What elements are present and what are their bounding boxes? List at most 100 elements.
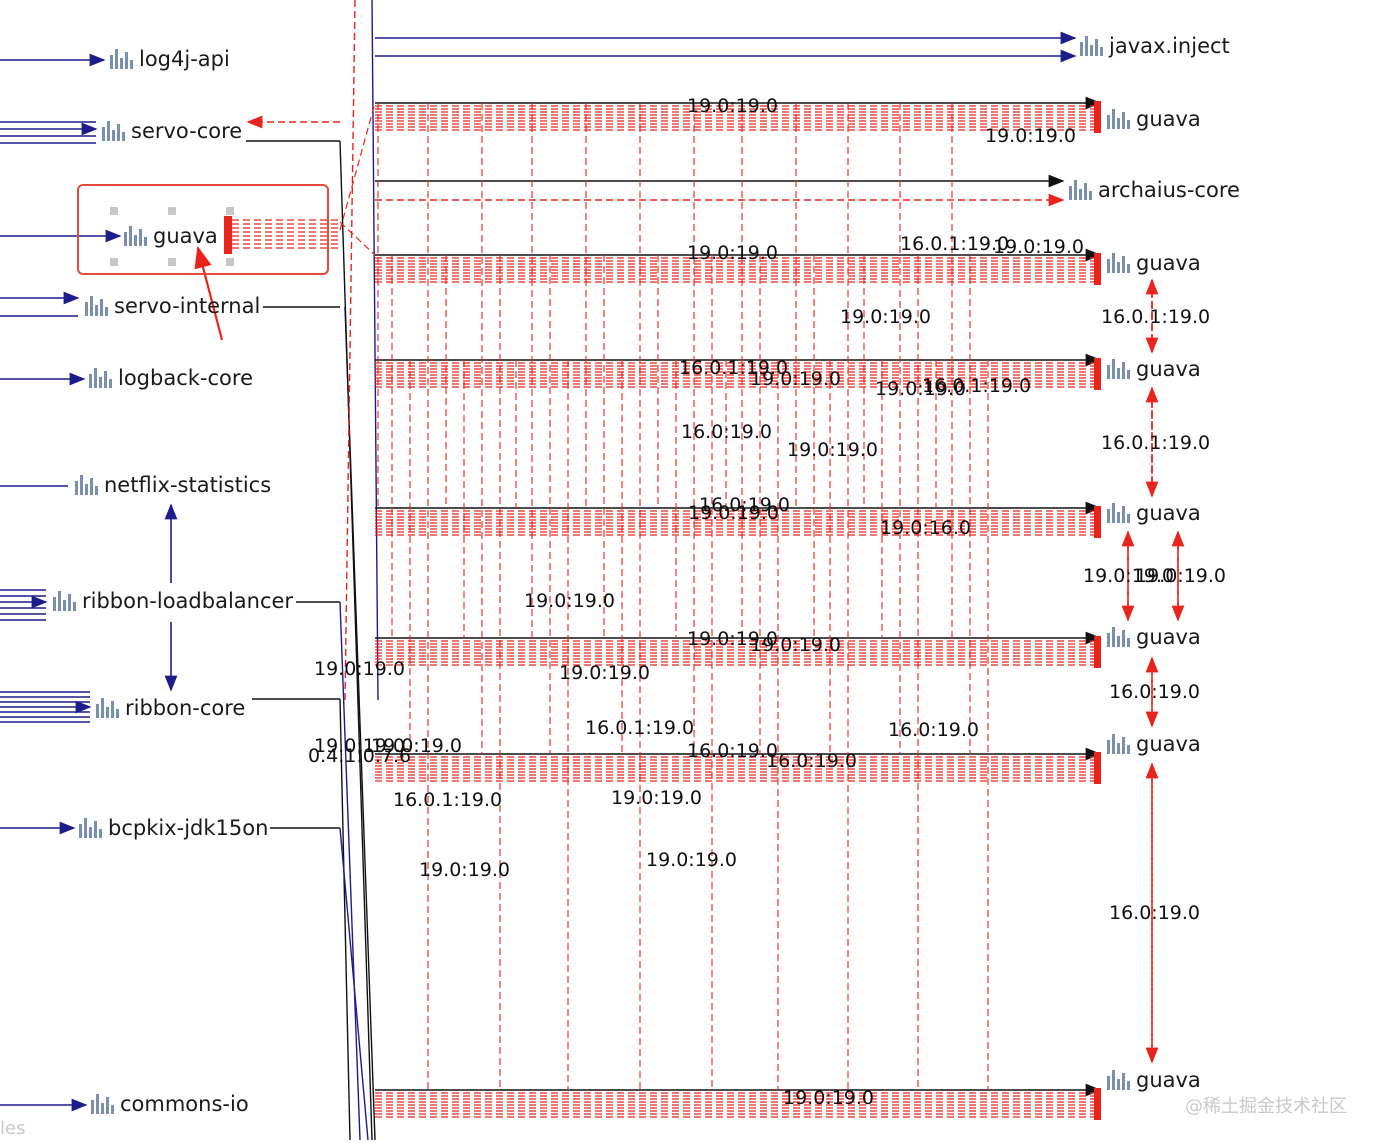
edge-line xyxy=(194,245,224,341)
edge-label: 19.0:19.0 xyxy=(750,634,842,656)
edge-label: 16.0.1:19.0 xyxy=(922,375,1032,397)
node-label: log4j-api xyxy=(139,47,230,71)
edge-label: 19.0:19.0 xyxy=(611,787,703,809)
node-label: guava xyxy=(1136,732,1201,756)
selection-handle[interactable] xyxy=(168,207,176,215)
arrival-stub xyxy=(224,216,232,254)
node-guava-3[interactable]: guava xyxy=(1107,357,1201,381)
edge-label: 19.0:19.0 xyxy=(687,628,779,650)
node-logback-core[interactable]: logback-core xyxy=(89,366,253,390)
node-ribbon-loadbalancer[interactable]: ribbon-loadbalancer xyxy=(53,589,293,613)
node-guava-6[interactable]: guava xyxy=(1107,732,1201,756)
edge-label: 19.0:19.0 xyxy=(314,658,406,680)
edge-label: 19.0:19.0 xyxy=(783,1087,875,1109)
node-servo-core[interactable]: servo-core xyxy=(102,119,242,143)
edge-label: 16.0:19.0 xyxy=(1109,681,1201,703)
node-javax-inject[interactable]: javax.inject xyxy=(1080,34,1230,58)
edge-line xyxy=(339,221,376,256)
arrival-stub xyxy=(1094,253,1101,285)
arrival-stub xyxy=(1094,358,1101,390)
edge-label: 19.0:19.0 xyxy=(688,502,780,524)
node-label: guava xyxy=(1136,357,1201,381)
node-label: bcpkix-jdk15on xyxy=(108,816,269,840)
bar-chart-icon xyxy=(96,698,119,718)
node-label: guava xyxy=(1136,251,1201,275)
clipped-text: les xyxy=(0,1118,26,1139)
node-archaius-core[interactable]: archaius-core xyxy=(1069,178,1240,202)
node-guava-selected[interactable]: guava xyxy=(124,224,218,248)
bar-chart-icon xyxy=(1107,109,1130,129)
node-label: servo-core xyxy=(131,119,243,143)
edge-label: 19.0:19.0 xyxy=(985,125,1077,147)
bar-chart-icon xyxy=(1080,36,1103,56)
node-guava-1[interactable]: guava xyxy=(1107,107,1201,131)
edge-label: 16.0.1:19.0 xyxy=(679,357,789,379)
node-servo-internal[interactable]: servo-internal xyxy=(85,294,260,318)
edge-line xyxy=(339,698,351,1141)
edge-label: 19.0:16.0 xyxy=(880,517,972,539)
bar-chart-icon xyxy=(124,226,147,246)
node-log4j-api[interactable]: log4j-api xyxy=(110,47,230,71)
node-guava-2[interactable]: guava xyxy=(1107,251,1201,275)
edge-label: 19.0:19.0 xyxy=(524,590,616,612)
edge-label: 19.0:19.0 xyxy=(875,378,967,400)
node-netflix-statistics[interactable]: netflix-statistics xyxy=(75,473,271,497)
node-guava-5[interactable]: guava xyxy=(1107,625,1201,649)
node-label: guava xyxy=(1136,625,1201,649)
bar-chart-icon xyxy=(85,296,108,316)
edge-label: 16.0:19.0 xyxy=(699,494,791,516)
selection-handle[interactable] xyxy=(168,258,176,266)
edge-label: 19.0:19.0 xyxy=(646,849,738,871)
bar-chart-icon xyxy=(53,591,76,611)
edge-label: 19.0:19.0 xyxy=(419,859,511,881)
selection-box[interactable] xyxy=(77,184,329,275)
node-label: servo-internal xyxy=(114,294,261,318)
selection-handle[interactable] xyxy=(226,207,234,215)
edge-line xyxy=(339,601,361,1141)
node-ribbon-core[interactable]: ribbon-core xyxy=(96,696,245,720)
node-label: ribbon-core xyxy=(125,696,246,720)
node-guava-7[interactable]: guava xyxy=(1107,1068,1201,1092)
edge-label: 16.0:19.0 xyxy=(766,750,858,772)
edge-line xyxy=(339,827,369,1141)
edge-label: 16.0:19.0 xyxy=(888,719,980,741)
bar-chart-icon xyxy=(1107,627,1130,647)
edge-line xyxy=(339,102,376,231)
node-label: netflix-statistics xyxy=(104,473,272,497)
edge-label: 0.4.1:0.7.6 xyxy=(308,745,412,767)
node-label: ribbon-loadbalancer xyxy=(82,589,294,613)
edge-label: 16.0.1:19.0 xyxy=(1101,306,1211,328)
bar-chart-icon xyxy=(1107,734,1130,754)
arrival-stub xyxy=(1094,636,1101,668)
node-label: guava xyxy=(1136,501,1201,525)
node-bcpkix[interactable]: bcpkix-jdk15on xyxy=(79,816,268,840)
edge-line xyxy=(344,0,356,701)
selection-handle[interactable] xyxy=(226,258,234,266)
node-commons-io[interactable]: commons-io xyxy=(91,1092,249,1116)
edge-label: 16.0:19.0 xyxy=(1109,902,1201,924)
node-label: guava xyxy=(153,224,218,248)
arrival-stub xyxy=(1094,506,1101,538)
edge-label: 19.0:19.0 xyxy=(993,236,1085,258)
node-label: javax.inject xyxy=(1109,34,1230,58)
bar-chart-icon xyxy=(75,475,98,495)
bar-chart-icon xyxy=(102,121,125,141)
node-label: guava xyxy=(1136,107,1201,131)
bar-chart-icon xyxy=(1107,253,1130,273)
arrival-stub xyxy=(1094,101,1101,133)
edge-label: 16.0:19.0 xyxy=(681,421,773,443)
node-label: guava xyxy=(1136,1068,1201,1092)
node-guava-4[interactable]: guava xyxy=(1107,501,1201,525)
selection-handle[interactable] xyxy=(110,258,118,266)
edge-label: 19.0:19.0 xyxy=(559,662,651,684)
bar-chart-icon xyxy=(1069,180,1092,200)
selection-handle[interactable] xyxy=(110,207,118,215)
bar-chart-icon xyxy=(89,368,112,388)
edge-label: 19.0:19.0 xyxy=(1135,565,1227,587)
watermark: @稀土掘金技术社区 xyxy=(1185,1096,1347,1117)
edge-label: 16.0.1:19.0 xyxy=(393,789,503,811)
edge-label: 19.0:19.0 xyxy=(314,735,406,757)
bar-chart-icon xyxy=(91,1094,114,1114)
bar-chart-icon xyxy=(1107,1070,1130,1090)
